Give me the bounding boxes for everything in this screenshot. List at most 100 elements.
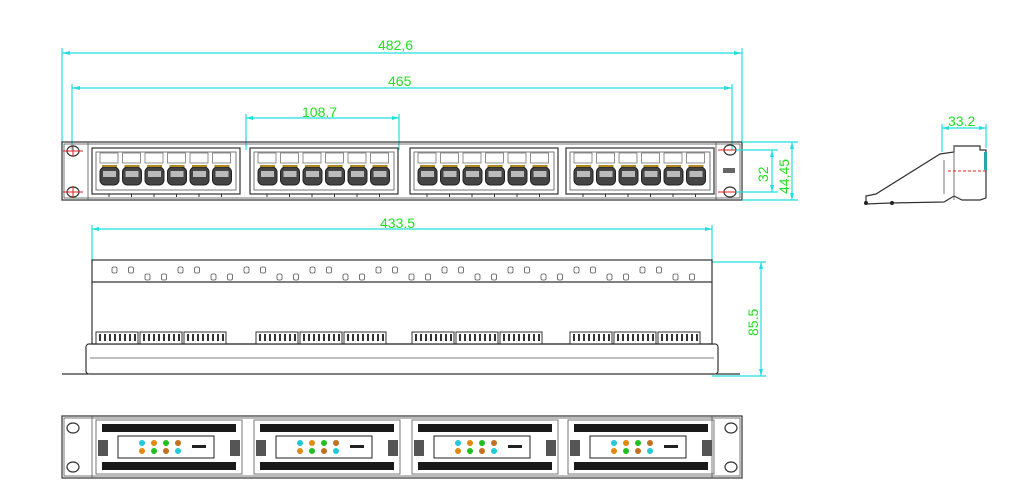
vent-hole (590, 266, 596, 274)
vent-hole (458, 266, 464, 274)
idc-connector (411, 331, 455, 345)
vent-hole (408, 273, 415, 281)
dim-hole-spacing: 32 (736, 149, 778, 193)
rear-idc-module (567, 419, 715, 475)
vent-hole (491, 273, 497, 281)
rear-idc-module (411, 419, 559, 475)
wire-terminal (309, 448, 315, 454)
dim-module-width: 108.7 (245, 104, 400, 150)
top-view (62, 259, 740, 375)
rear-panel-outline (61, 415, 743, 479)
wire-terminal (297, 440, 303, 446)
vent-hole (309, 266, 316, 274)
side-profile-outline (865, 145, 987, 205)
idc-connector (343, 331, 387, 345)
vent-hole (194, 266, 200, 274)
vent-hole (326, 266, 332, 274)
wire-terminal (479, 448, 485, 454)
wire-terminal (321, 448, 327, 454)
brand-mark (723, 168, 735, 173)
wire-terminal (175, 448, 181, 454)
port-label-window (573, 152, 593, 164)
port-label-window (641, 152, 660, 164)
wire-terminal (309, 440, 315, 446)
wire-terminal (151, 448, 157, 454)
idc-connector (183, 331, 227, 345)
vent-hole (144, 273, 151, 281)
dim-label-mounting-width: 465 (388, 73, 412, 89)
dim-overall-width: 482,6 (61, 37, 743, 145)
wire-terminal (611, 448, 617, 454)
port-module (249, 147, 399, 197)
idc-connector (299, 331, 343, 345)
port-label-window (370, 152, 389, 164)
vent-hole (672, 273, 679, 281)
rear-idc-module (253, 419, 401, 475)
vent-hole (425, 273, 431, 281)
idc-connector (255, 331, 299, 345)
port-module (565, 147, 715, 197)
wire-terminal (333, 440, 339, 446)
port-label-window (280, 152, 299, 164)
port-label-window (302, 152, 322, 164)
vent-hole (276, 273, 283, 281)
vent-hole (342, 273, 349, 281)
dim-label-panel-height: 44,45 (776, 159, 792, 194)
vent-hole (689, 273, 695, 281)
wire-terminal (321, 440, 327, 446)
idc-connector (499, 331, 543, 345)
port-label-window (144, 152, 164, 164)
wire-terminal (297, 448, 303, 454)
dim-top-depth: 85.5 (712, 261, 766, 377)
wire-terminal (635, 448, 641, 454)
vent-hole (639, 266, 646, 274)
vent-hole (557, 273, 563, 281)
wire-terminal (623, 440, 629, 446)
port-label-window (596, 152, 615, 164)
port-label-window (686, 152, 705, 164)
vent-hole (293, 273, 299, 281)
vent-hole (177, 266, 184, 274)
wire-terminal (163, 440, 169, 446)
dim-label-overall-width: 482,6 (378, 37, 413, 53)
wire-terminal (647, 440, 653, 446)
port-label-window (507, 152, 527, 164)
dim-label-body-width: 433.5 (380, 215, 415, 231)
port-module (409, 147, 559, 197)
vent-hole (161, 273, 167, 281)
mounting-holes-left (63, 145, 83, 198)
vent-hole (128, 266, 134, 274)
dim-body-width: 433.5 (91, 215, 713, 262)
vent-hole (623, 273, 629, 281)
port-label-window (347, 152, 367, 164)
port-label-window (189, 152, 209, 164)
vent-hole (227, 273, 233, 281)
wire-terminal (479, 440, 485, 446)
wire-terminal (623, 448, 629, 454)
port-label-window (417, 152, 437, 164)
vent-hole (474, 273, 481, 281)
vent-hole (359, 273, 365, 281)
wire-terminal (139, 448, 145, 454)
vent-hole (210, 273, 217, 281)
front-lip (85, 343, 719, 375)
wire-terminal (455, 440, 461, 446)
wire-terminal (635, 440, 641, 446)
dim-label-top-depth: 85.5 (745, 309, 761, 336)
vent-hole (507, 266, 514, 274)
port-label-window (485, 152, 504, 164)
wire-terminal (491, 440, 497, 446)
front-panel-outline (61, 141, 743, 201)
dim-panel-height: 44,45 (742, 141, 798, 201)
idc-connector (569, 331, 613, 345)
vent-hole (573, 266, 580, 274)
top-body-outline (91, 259, 713, 345)
dim-label-module-width: 108.7 (302, 104, 337, 120)
wire-terminal (455, 448, 461, 454)
vent-hole (375, 266, 382, 274)
port-label-window (257, 152, 277, 164)
idc-connector (95, 331, 139, 345)
dim-label-side-depth: 33.2 (948, 113, 975, 129)
wire-terminal (175, 440, 181, 446)
